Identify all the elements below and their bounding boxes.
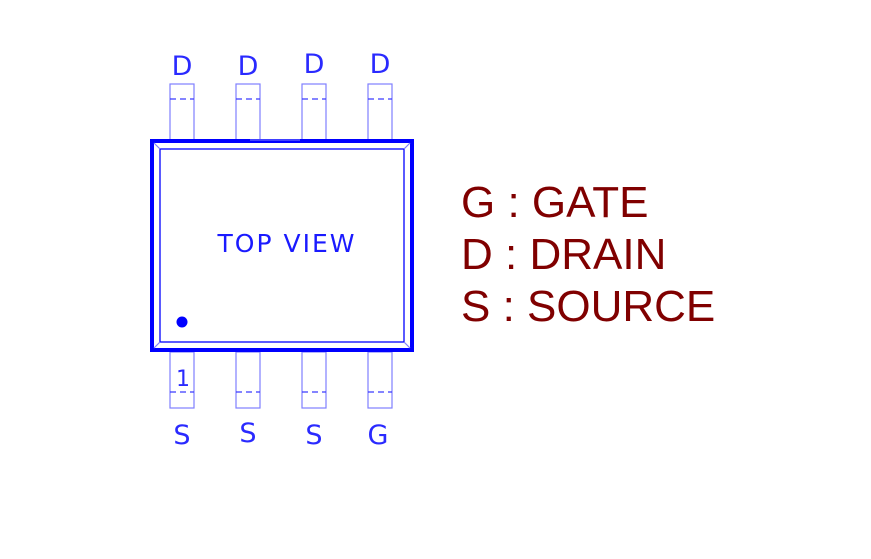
pin-lead	[169, 351, 195, 409]
pin-label-3: S	[305, 420, 322, 451]
bevel-line	[153, 341, 161, 349]
legend-item-source: S : SOURCE	[461, 282, 716, 331]
pin-lead	[235, 83, 261, 141]
pin-lead	[169, 83, 195, 141]
bottom-pins: 1 S S S G	[169, 351, 393, 451]
body-outline	[150, 139, 414, 352]
pin-1-marker: 1	[176, 367, 190, 392]
bottom-pin: 1 S	[169, 351, 195, 451]
bevel-line	[403, 142, 411, 150]
bevel-line	[403, 341, 411, 349]
top-pin: D	[301, 49, 327, 141]
pin1-dot-icon	[176, 316, 188, 328]
pin-lead	[235, 351, 261, 409]
top-pin: D	[367, 49, 393, 141]
pin-label-8: D	[172, 51, 193, 82]
bevel-line	[153, 142, 161, 150]
pin-label-4: G	[368, 420, 389, 451]
pin-label-2: S	[239, 418, 256, 449]
bottom-pin: S	[301, 351, 327, 451]
bottom-pin: S	[235, 351, 261, 449]
top-pin: D	[235, 51, 261, 141]
body-inner-outline	[159, 148, 405, 343]
pin-label-1: S	[173, 420, 190, 451]
package-body: TOP VIEW	[150, 139, 414, 352]
pin-legend: G : GATE D : DRAIN S : SOURCE	[461, 177, 715, 333]
pin-lead	[301, 83, 327, 141]
pin-lead	[301, 351, 327, 409]
legend-item-drain: D : DRAIN	[461, 230, 667, 279]
top-pins: D D D D	[169, 49, 393, 141]
top-view-label: TOP VIEW	[217, 229, 357, 258]
pin-label-5: D	[370, 49, 391, 80]
pin-label-7: D	[238, 51, 259, 82]
pin-lead	[367, 351, 393, 409]
pin-lead	[367, 83, 393, 141]
top-pin: D	[169, 51, 195, 141]
bottom-pin: G	[367, 351, 393, 451]
legend-item-gate: G : GATE	[461, 178, 649, 227]
pin-label-6: D	[304, 49, 325, 80]
